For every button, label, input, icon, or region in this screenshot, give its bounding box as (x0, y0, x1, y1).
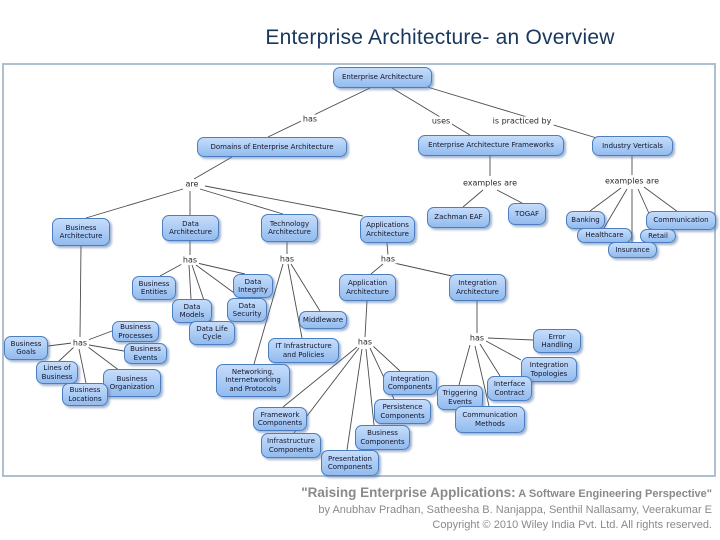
footer-book-title: "Raising Enterprise Applications: A Soft… (12, 483, 712, 503)
book-title-sub: A Software Engineering Perspective" (515, 488, 712, 500)
footer-copyright: Copyright © 2010 Wiley India Pvt. Ltd. A… (432, 518, 712, 531)
slide-title: Enterprise Architecture- an Overview (265, 26, 615, 49)
footer-authors: by Anubhav Pradhan, Satheesha B. Nanjapp… (318, 504, 712, 517)
footer: "Raising Enterprise Applications: A Soft… (12, 483, 712, 532)
book-title-main: "Raising Enterprise Applications: (301, 485, 516, 500)
diagram-canvas (2, 63, 716, 477)
